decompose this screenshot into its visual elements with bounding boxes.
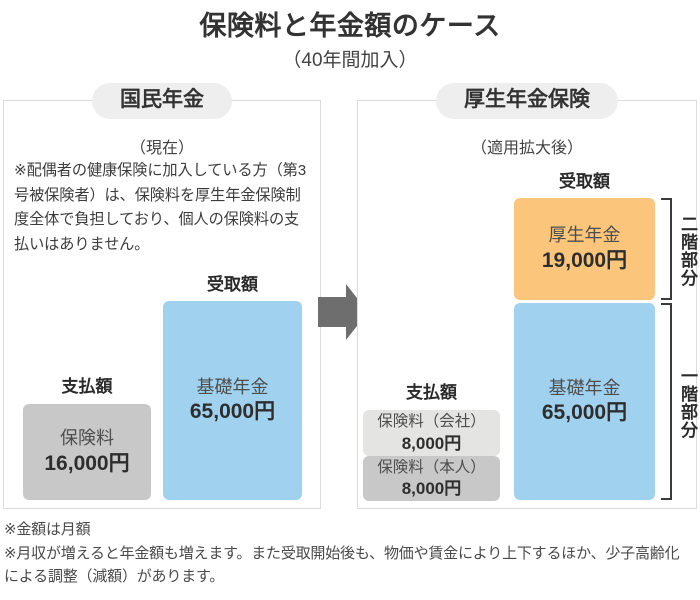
page-header: 保険料と年金額のケース （40年間加入） — [0, 10, 700, 73]
panel-state-kosei: （適用拡大後） — [470, 140, 583, 157]
caption-receipt-left: 受取額 — [207, 275, 258, 294]
bar-amount-kosei: 19,000円 — [541, 248, 628, 272]
page-subtitle: （40年間加入） — [282, 50, 418, 72]
bar-label-kiso-right: 基礎年金 — [548, 377, 621, 398]
bar-receipt-kiso-left: 基礎年金 65,000円 — [163, 301, 302, 500]
panel-badge-kokumin: 国民年金 — [92, 83, 232, 120]
bar-amount-kiso-left: 65,000円 — [189, 400, 276, 424]
label-second-tier: 二階部分 — [678, 215, 697, 287]
footnote-2: ※月収が増えると年金額も増えます。また受取開始後も、物価や賃金により上下するほか… — [4, 544, 680, 586]
bar-label-hokenryo-self: 保険料（本人） — [377, 458, 486, 476]
bar-amount-kiso-right: 65,000円 — [541, 401, 628, 425]
bar-payment-hokenryo-left: 保険料 16,000円 — [23, 404, 151, 500]
caption-payment-right: 支払額 — [406, 383, 457, 402]
bar-label-hokenryo-left: 保険料 — [60, 428, 114, 449]
page-title: 保険料と年金額のケース — [199, 11, 501, 41]
footnote-1: ※金額は月額 — [4, 521, 91, 538]
bar-amount-hokenryo-company: 8,000円 — [401, 433, 462, 453]
bracket-second-tier — [661, 198, 672, 300]
footnotes: ※金額は月額 ※月収が増えると年金額も増えます。また受取開始後も、物価や賃金によ… — [4, 518, 694, 589]
bar-payment-self: 保険料（本人） 8,000円 — [363, 456, 500, 501]
bar-amount-hokenryo-self: 8,000円 — [401, 479, 462, 499]
bar-label-kosei: 厚生年金 — [548, 225, 621, 246]
caption-receipt-right: 受取額 — [559, 172, 610, 191]
caption-payment-left: 支払額 — [61, 377, 113, 396]
panel-state-kokumin: （現在） — [129, 140, 194, 157]
bar-receipt-kiso-right: 基礎年金 65,000円 — [514, 303, 655, 500]
bracket-first-tier — [661, 303, 672, 500]
bar-receipt-kosei: 厚生年金 19,000円 — [514, 198, 655, 300]
arrow-right-icon — [318, 284, 368, 340]
bar-amount-hokenryo-left: 16,000円 — [44, 451, 130, 475]
panel-note-kokumin: ※配偶者の健康保険に加入している方（第3号被保険者）は、保険料を厚生年金保険制度… — [14, 162, 307, 253]
panel-badge-kosei: 厚生年金保険 — [436, 83, 618, 120]
label-first-tier: 一階部分 — [678, 367, 697, 439]
bar-payment-company: 保険料（会社） 8,000円 — [363, 410, 500, 456]
bar-label-hokenryo-company: 保険料（会社） — [377, 413, 486, 431]
bar-label-kiso-left: 基礎年金 — [196, 376, 269, 397]
